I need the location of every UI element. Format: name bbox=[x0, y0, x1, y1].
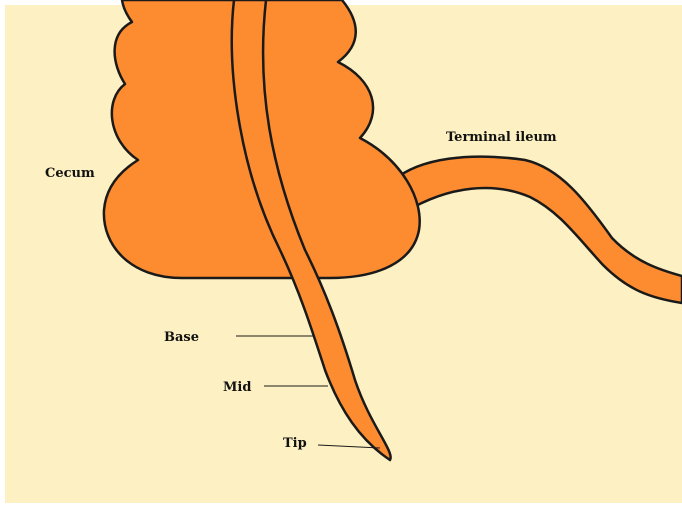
tip-label: Tip bbox=[283, 437, 307, 450]
terminal-ileum-label: Terminal ileum bbox=[446, 131, 557, 144]
base-label: Base bbox=[164, 331, 199, 344]
cecum-label: Cecum bbox=[45, 167, 95, 180]
mid-label: Mid bbox=[223, 381, 251, 394]
